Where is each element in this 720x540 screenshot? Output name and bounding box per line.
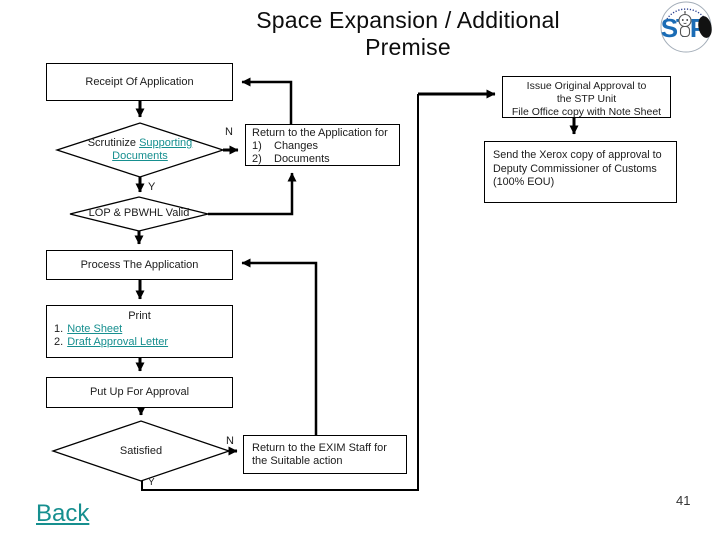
satisfied-no-label: N (226, 435, 234, 447)
scrutinize-yes-label: Y (148, 181, 156, 193)
title-line2: Premise (365, 34, 451, 60)
print-item-2-num: 2. (54, 336, 64, 348)
return-exim-line2: the Suitable action (252, 455, 343, 467)
return-app-item-1: 1) Changes (252, 140, 399, 153)
title-line1: Space Expansion / Additional (256, 7, 560, 33)
return-app-item-1-text: Changes (274, 140, 319, 152)
issue-line1: Issue Original Approval to (526, 80, 647, 92)
connector-returnapp-to-receipt (241, 77, 293, 124)
return-exim-box: Return to the EXIM Staff for the Suitabl… (243, 435, 407, 474)
logo-mascot-icon (678, 11, 692, 38)
receipt-label: Receipt Of Application (85, 75, 194, 88)
process-label: Process The Application (80, 258, 199, 271)
issue-line3: File Office copy with Note Sheet (511, 106, 662, 118)
putup-box: Put Up For Approval (46, 377, 233, 408)
issue-box: Issue Original Approval to the STP Unit … (502, 76, 671, 118)
scrutinize-decision-diamond (54, 122, 226, 178)
page-title: Space Expansion / Additional Premise (150, 7, 666, 61)
supporting-documents-link[interactable]: Supporting Documents (112, 137, 193, 162)
lop-decision-diamond (69, 196, 209, 232)
stp-logo: STP (660, 1, 712, 53)
print-item-1-num: 1. (54, 323, 64, 335)
send-line1: Send the Xerox copy of approval to (493, 149, 662, 161)
scrutinize-no-label: N (225, 126, 233, 138)
send-line2: Deputy Commissioner of Customs (493, 162, 657, 175)
return-app-item-2: 2) Documents (252, 153, 399, 166)
return-application-box: Return to the Application for 1)Changes … (245, 124, 400, 166)
connector-exim-to-process (241, 258, 318, 435)
note-sheet-link[interactable]: Note Sheet (67, 323, 123, 335)
print-item-2: 2.Draft Approval Letter (47, 336, 232, 349)
return-app-item-2-num: 2) (252, 153, 262, 165)
send-line3: (100% EOU) (493, 176, 555, 188)
print-title: Print (128, 310, 151, 322)
page-number: 41 (676, 493, 691, 508)
connector-yes-loop (141, 94, 419, 491)
return-exim-line1: Return to the EXIM Staff for (252, 442, 387, 454)
return-app-item-1-num: 1) (252, 140, 262, 152)
satisfied-decision-diamond (50, 420, 232, 482)
return-app-line1: Return to the Application for (252, 127, 388, 139)
draft-approval-letter-link[interactable]: Draft Approval Letter (67, 336, 169, 348)
logo-blob-icon (698, 16, 712, 38)
scrutinize-text: Scrutinize Supporting Documents (78, 137, 202, 163)
satisfied-yes-label: Y (148, 477, 155, 488)
receipt-box: Receipt Of Application (46, 63, 233, 101)
process-box: Process The Application (46, 250, 233, 280)
lop-text: LOP & PBWHL Valid (69, 207, 209, 220)
print-box: Print 1.Note Sheet 2.Draft Approval Lett… (46, 305, 233, 358)
issue-line2: the STP Unit (556, 93, 617, 105)
return-app-item-2-text: Documents (274, 153, 330, 165)
satisfied-label: Satisfied (119, 445, 163, 457)
putup-label: Put Up For Approval (89, 386, 190, 398)
connector-lop-to-returnapp (208, 172, 297, 216)
satisfied-text: Satisfied (101, 445, 181, 458)
print-item-1: 1.Note Sheet (47, 323, 232, 336)
back-link[interactable]: Back (36, 500, 90, 527)
scrutinize-label: Scrutinize (87, 137, 140, 149)
lop-label: LOP & PBWHL Valid (88, 207, 190, 219)
send-box: Send the Xerox copy of approval to Deput… (484, 141, 677, 203)
